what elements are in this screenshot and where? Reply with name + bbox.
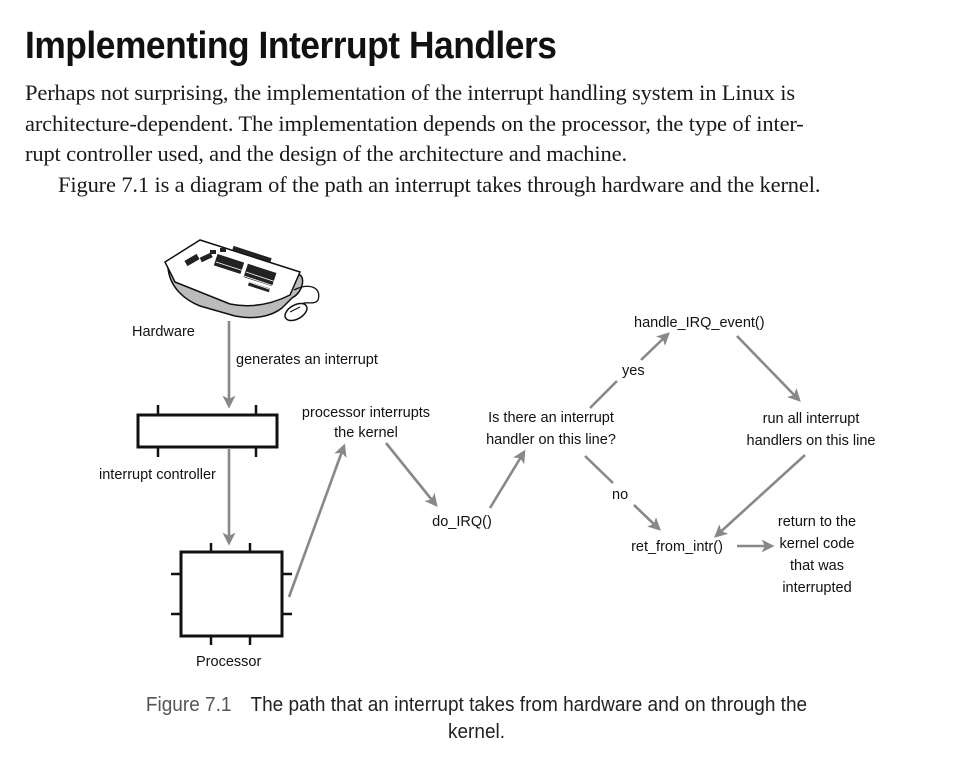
processor-label: Processor [196,654,261,670]
arrow-no-to-ret-from-intr [633,504,661,531]
figure-caption: Figure 7.1 The path that an interrupt tak… [24,692,929,746]
return-label-line3: that was [790,558,844,574]
no-label: no [612,487,628,503]
arrow-yes-segment [589,380,618,409]
arrow-run-all-to-ret-from-intr [714,454,806,538]
paragraph-line: rupt controller used, and the design of … [25,141,627,166]
arrow-kernel-to-do-irq [384,442,438,508]
return-label-line4: interrupted [782,580,851,596]
arrow-processor-to-kernel [287,443,347,598]
question-label-line1: Is there an interrupt [488,410,614,426]
caption-text: The path that an interrupt takes from ha… [250,694,808,716]
arrow-handle-to-run-all [736,335,801,402]
section-heading: Implementing Interrupt Handlers [25,25,557,67]
run-all-label-line1: run all interrupt [763,411,860,427]
caption-line-2: kernel. [447,721,506,743]
paragraph-line: architecture-dependent. The implementati… [25,110,804,136]
handle-irq-event-label: handle_IRQ_event() [634,315,765,331]
processor-interrupts-label-line2: the kernel [334,425,398,441]
question-label-line2: handler on this line? [486,432,616,448]
body-paragraphs: Perhaps not surprising, the implementati… [25,78,953,200]
processor-interrupts-label-line1: processor interrupts [302,405,430,421]
paragraph-line: Perhaps not surprising, the implementati… [25,80,795,105]
generates-interrupt-label: generates an interrupt [236,352,378,368]
run-all-label-line2: handlers on this line [747,433,876,449]
arrow-no-segment [584,455,614,484]
keyboard-mouse-icon [164,239,320,322]
ret-from-intr-label: ret_from_intr() [631,539,723,555]
yes-label: yes [622,363,645,379]
interrupt-controller-label: interrupt controller [99,467,216,483]
return-label-line1: return to the [778,514,856,530]
caption-line-1: Figure 7.1 The path that an interrupt tak… [24,692,929,719]
paragraph-line: Figure 7.1 is a diagram of the path an i… [58,171,821,197]
interrupt-controller-chip [136,405,279,457]
return-label-line2: kernel code [780,536,855,552]
hardware-label: Hardware [132,324,195,340]
arrow-do-irq-to-question [488,449,526,509]
figure-number: Figure 7.1 [145,694,232,716]
arrow-yes-to-handle-irq-event [640,332,670,361]
do-irq-label: do_IRQ() [432,514,492,530]
processor-chip [171,543,292,645]
